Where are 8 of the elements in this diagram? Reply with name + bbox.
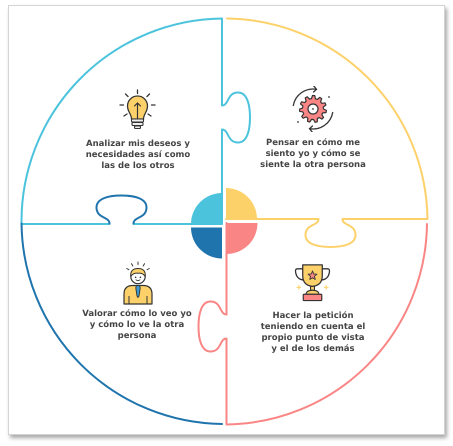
step-description: Analizar mis deseos y necesidades así como las de los otros — [84, 139, 192, 172]
step-description: Hacer la petición teniendo en cuenta el propio punto de vista y el de los demás — [260, 311, 366, 355]
puzzle-piece — [20, 194, 223, 426]
step-description: Valorar cómo lo veo yo y cómo lo ve la otra persona — [82, 309, 192, 342]
puzzle-piece — [20, 16, 251, 225]
step-description: Pensar en cómo me siento yo y cómo se siente la otra persona — [259, 138, 367, 171]
puzzle-piece — [197, 222, 428, 426]
puzzle-piece — [224, 16, 428, 248]
